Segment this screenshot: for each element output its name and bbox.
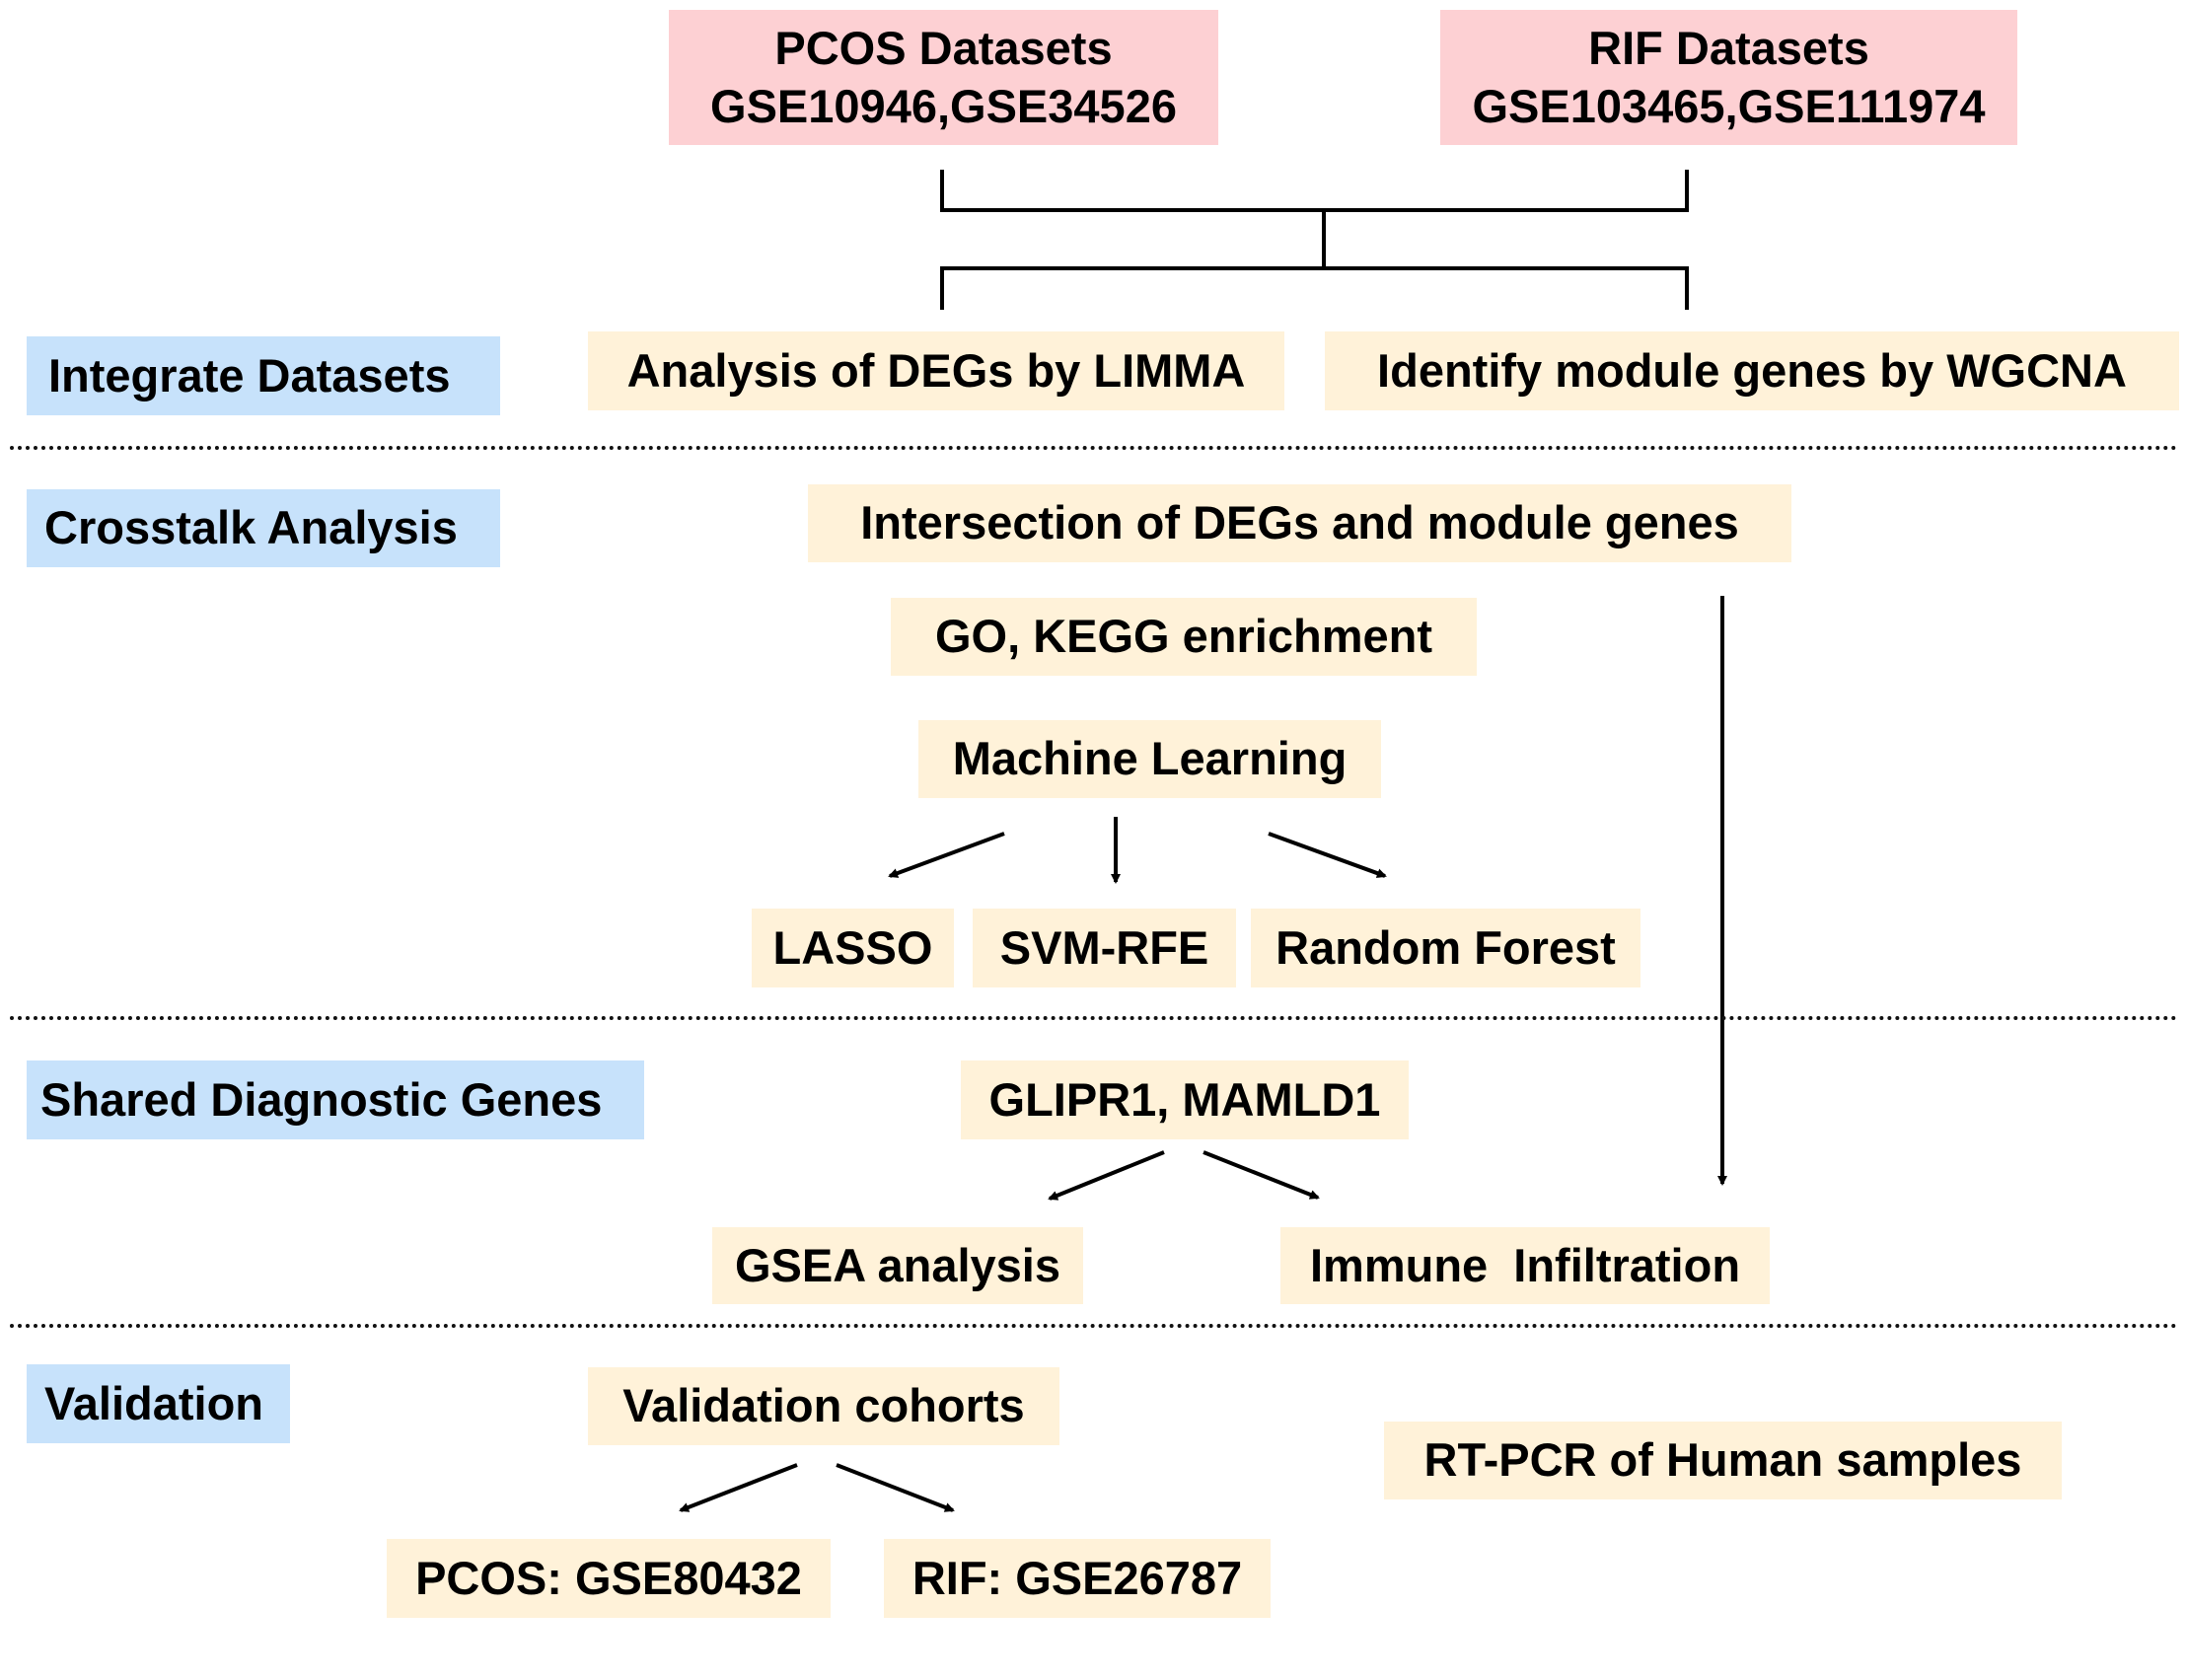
pcos-datasets-title: PCOS Datasets: [774, 21, 1113, 74]
section-integrate-datasets: Integrate Datasets: [27, 336, 500, 415]
rif-datasets-ids: GSE103465,GSE111974: [1472, 79, 1986, 132]
dataset-merge-bracket: [940, 170, 1689, 310]
divider-3: [10, 1324, 2178, 1328]
step-lasso: LASSO: [752, 909, 954, 987]
arrow-cohorts-to-rif: [836, 1463, 955, 1512]
section-validation: Validation: [27, 1364, 290, 1443]
arrow-cohorts-to-pcos: [679, 1463, 798, 1512]
arrow-genes-to-gsea: [1048, 1150, 1165, 1201]
step-limma: Analysis of DEGs by LIMMA: [588, 331, 1284, 410]
step-machine-learning: Machine Learning: [918, 720, 1381, 798]
step-rif-validation: RIF: GSE26787: [884, 1539, 1271, 1618]
rif-datasets-title: RIF Datasets: [1588, 21, 1869, 74]
divider-2: [10, 1016, 2178, 1020]
step-enrichment: GO, KEGG enrichment: [891, 598, 1477, 676]
step-intersection: Intersection of DEGs and module genes: [808, 484, 1791, 562]
section-crosstalk-analysis: Crosstalk Analysis: [27, 489, 500, 567]
pcos-datasets-box: PCOS Datasets GSE10946,GSE34526: [669, 10, 1218, 145]
step-validation-cohorts: Validation cohorts: [588, 1367, 1059, 1445]
step-immune-infiltration: Immune Infiltration: [1280, 1227, 1770, 1304]
step-wgcna: Identify module genes by WGCNA: [1325, 331, 2179, 410]
arrow-ml-to-lasso: [888, 832, 1005, 878]
pcos-datasets-ids: GSE10946,GSE34526: [710, 79, 1177, 132]
arrow-ml-to-rf: [1268, 832, 1387, 878]
step-shared-genes: GLIPR1, MAMLD1: [961, 1060, 1409, 1139]
step-random-forest: Random Forest: [1251, 909, 1640, 987]
step-svm-rfe: SVM-RFE: [973, 909, 1236, 987]
rif-datasets-box: RIF Datasets GSE103465,GSE111974: [1440, 10, 2017, 145]
divider-1: [10, 446, 2178, 450]
step-pcos-validation: PCOS: GSE80432: [387, 1539, 831, 1618]
section-shared-diagnostic-genes: Shared Diagnostic Genes: [27, 1060, 644, 1139]
step-gsea: GSEA analysis: [712, 1227, 1083, 1304]
arrow-genes-to-immune: [1203, 1150, 1320, 1200]
flow-arrows: [679, 596, 1727, 1512]
step-rt-pcr: RT-PCR of Human samples: [1384, 1422, 2062, 1499]
